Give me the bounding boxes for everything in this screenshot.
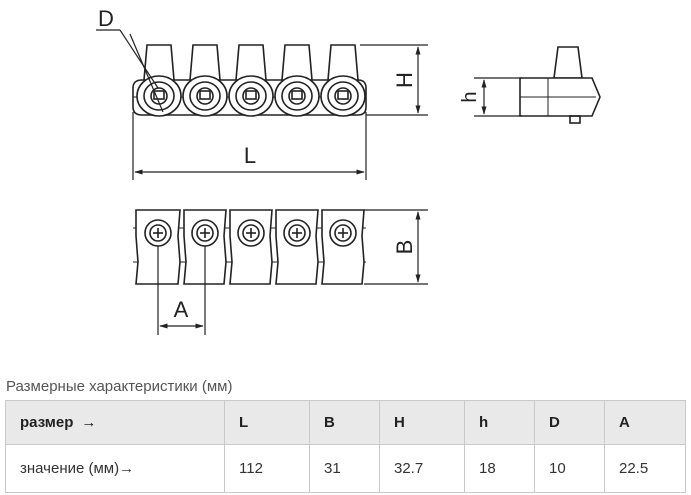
label-D: D [98, 6, 114, 31]
header-cell-L: L [224, 400, 310, 445]
arrow-right-icon: → [81, 414, 97, 431]
label-A: A [174, 297, 189, 322]
table-row: значение (мм)→ 112 31 32.7 18 10 22.5 [5, 444, 686, 493]
top-cell [229, 209, 273, 285]
value-cell-B: 31 [309, 444, 380, 493]
dimension-h [474, 77, 522, 117]
front-view [132, 44, 367, 117]
arrow-right-icon: → [119, 460, 135, 477]
header-size-label: размер [20, 414, 74, 431]
label-H: H [392, 72, 417, 88]
dimensions-table: размер→ L B H h D A значение (мм)→ 112 3… [5, 400, 686, 493]
dimension-D [96, 29, 164, 113]
header-cell-h: h [464, 400, 535, 445]
top-cell [321, 209, 365, 285]
value-cell-A: 22.5 [604, 444, 686, 493]
dimension-L [132, 112, 367, 180]
dimension-B [364, 209, 428, 285]
header-cell-B: B [309, 400, 380, 445]
front-post [274, 44, 320, 117]
top-cell [275, 209, 319, 285]
front-post [320, 44, 366, 117]
terminal-block-drawing: D H L h [96, 6, 601, 335]
front-post [228, 44, 274, 117]
header-cell-H: H [379, 400, 465, 445]
label-B: B [392, 240, 417, 255]
table-caption: Размерные характеристики (мм) [6, 378, 233, 395]
value-cell-H: 32.7 [379, 444, 465, 493]
dimension-A [157, 246, 206, 335]
label-L: L [244, 143, 256, 168]
table-header-row: размер → L B H h D A [5, 400, 686, 445]
header-cell-D: D [534, 400, 605, 445]
header-cell-size: размер → [5, 400, 225, 445]
header-cell-A: A [604, 400, 686, 445]
dimension-H [360, 44, 428, 116]
value-cell-L: 112 [224, 444, 310, 493]
front-post [136, 44, 182, 117]
top-view [133, 209, 366, 285]
front-post [182, 44, 228, 117]
value-cell-h: 18 [464, 444, 535, 493]
value-cell-label: значение (мм)→ [5, 444, 225, 493]
side-view [519, 46, 601, 124]
label-h: h [459, 91, 481, 102]
value-label: значение (мм) [20, 460, 120, 477]
value-cell-D: 10 [534, 444, 605, 493]
